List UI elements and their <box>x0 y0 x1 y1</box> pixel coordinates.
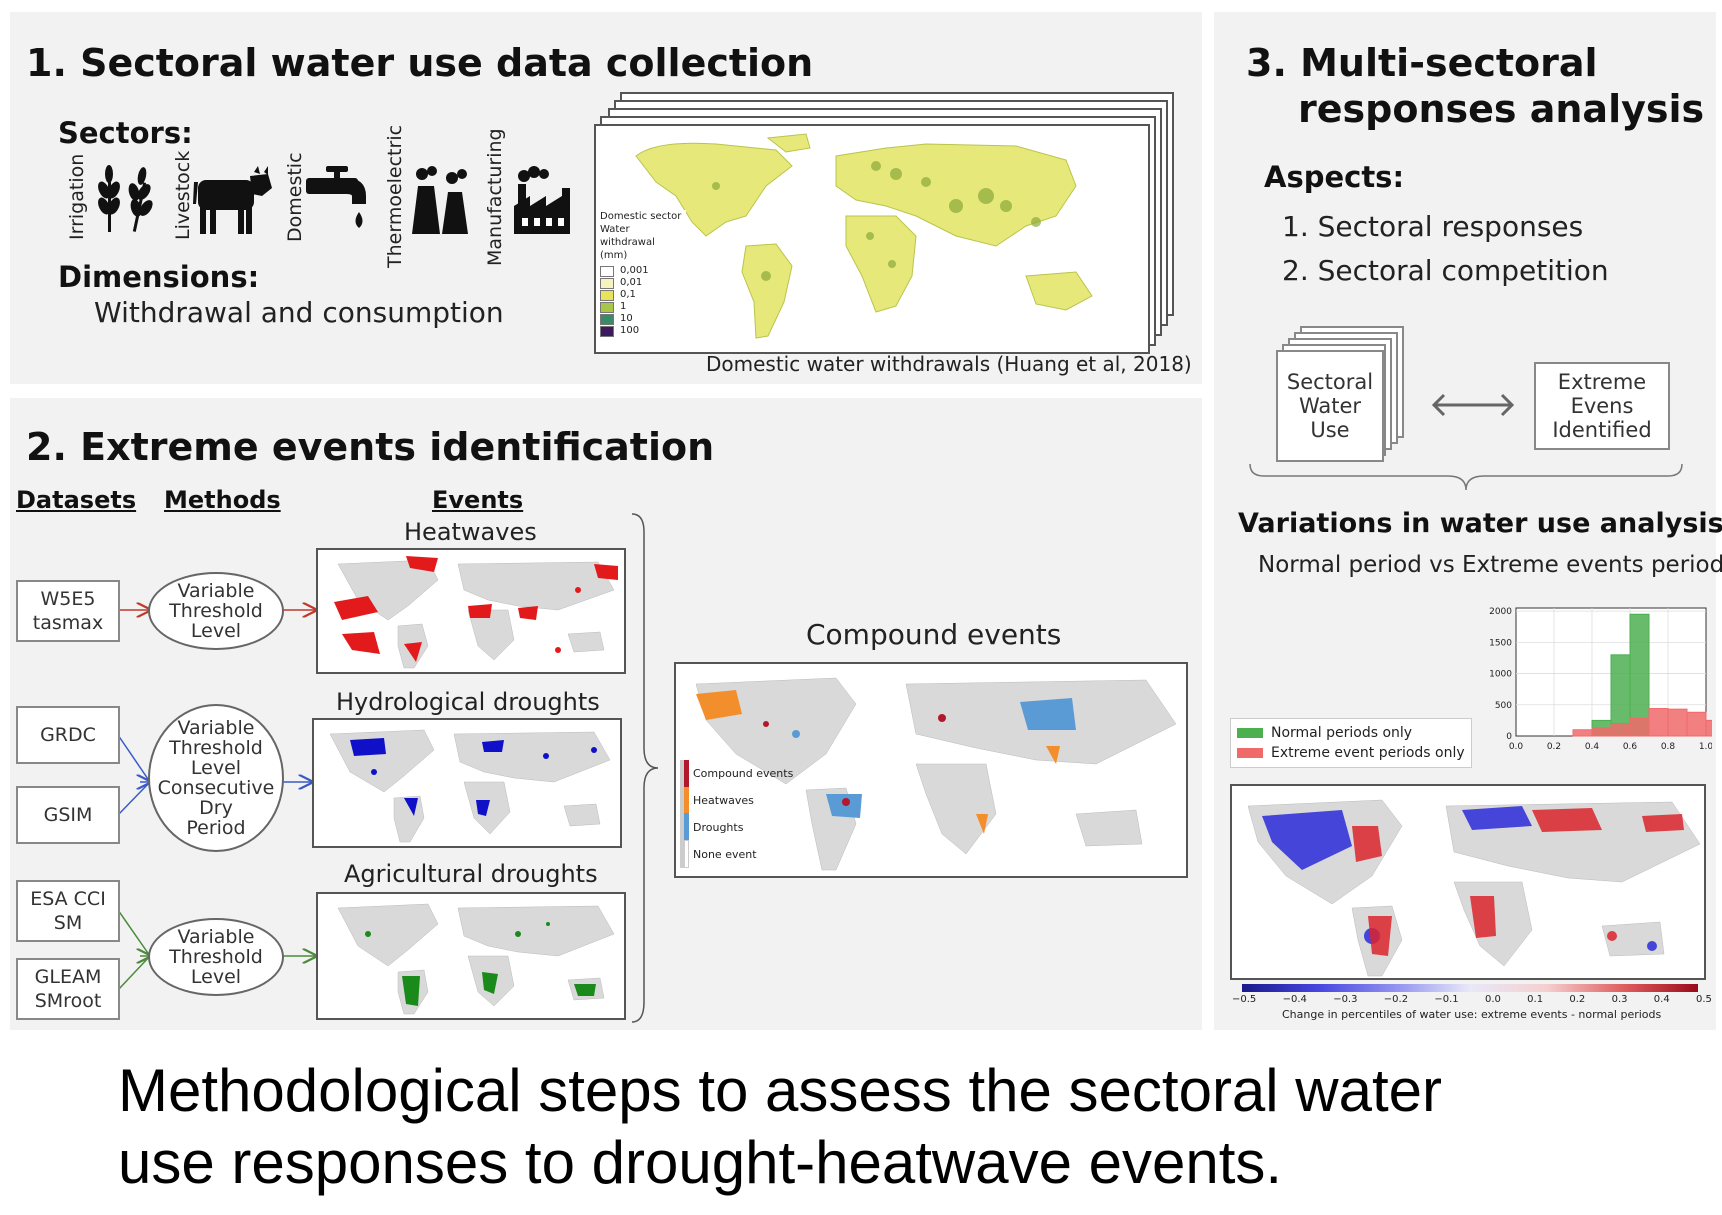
hist-bar <box>1667 708 1688 737</box>
caption-line-1: Methodological steps to assess the secto… <box>118 1057 1443 1124</box>
y-tick-label: 2000 <box>1489 607 1512 617</box>
agricultural-droughts-map <box>316 892 626 1020</box>
power-plant-icon <box>408 166 476 239</box>
method-vtl-cdd: Variable Threshold Level Consecutive Dry… <box>148 704 284 852</box>
x-tick-label: 0.4 <box>1585 742 1600 752</box>
dimensions-label: Dimensions: <box>58 260 260 294</box>
variations-title: Variations in water use analysis <box>1238 508 1722 539</box>
event-agri-label: Agricultural droughts <box>344 860 598 888</box>
colorbar <box>1242 984 1698 992</box>
factory-icon <box>510 166 572 239</box>
map-caption: Domestic water withdrawals (Huang et al,… <box>706 352 1192 376</box>
x-tick-label: 0.0 <box>1509 742 1524 752</box>
map-stack: Domestic sector Water withdrawal (mm) 0,… <box>590 92 1174 354</box>
hist-bar <box>1591 727 1612 737</box>
figure-caption: Methodological steps to assess the secto… <box>118 1055 1442 1199</box>
hist-bar <box>1686 711 1707 737</box>
y-tick-label: 1000 <box>1489 670 1512 680</box>
dataset-gsim: GSIM <box>16 786 120 844</box>
compound-legend-item: Heatwaves <box>693 794 754 807</box>
compound-legend-item: None event <box>693 848 757 861</box>
event-hydro-label: Hydrological droughts <box>336 688 600 716</box>
hist-bar <box>1705 719 1712 737</box>
faucet-icon <box>306 166 372 241</box>
sector-label-thermoelectric: Thermoelectric <box>384 124 406 268</box>
compound-legend: Compound events Heatwaves Droughts None … <box>680 760 793 868</box>
x-tick-label: 0.2 <box>1547 742 1561 752</box>
histogram-chart: 0 500 1000 1500 2000 0.0 0.2 0.4 0.6 0.8 1.0 <box>1489 607 1712 752</box>
column-events: Events <box>432 486 524 514</box>
legend-item: 0,1 <box>600 289 686 301</box>
aspect-2: 2. Sectoral competition <box>1282 254 1609 287</box>
event-heatwaves-label: Heatwaves <box>404 518 537 546</box>
section3-title-line1: 3. Multi-sectoral <box>1246 41 1598 85</box>
aspects-brace <box>1249 463 1683 491</box>
dimensions-value: Withdrawal and consumption <box>94 296 504 329</box>
column-datasets: Datasets <box>16 486 137 514</box>
map-legend-title: Domestic sector Water withdrawal (mm) <box>600 211 682 261</box>
x-tick-label: 0.6 <box>1623 742 1638 752</box>
section1-title: 1. Sectoral water use data collection <box>26 41 814 85</box>
compound-legend-item: Compound events <box>693 767 794 780</box>
x-tick-label: 0.8 <box>1661 742 1676 752</box>
extreme-events-box: Extreme Evens Identified <box>1534 362 1670 450</box>
hist-bar <box>1572 729 1593 737</box>
aspects-label: Aspects: <box>1264 160 1405 194</box>
y-tick-label: 1500 <box>1489 638 1512 648</box>
caption-line-2: use responses to drought-heatwave events… <box>118 1129 1283 1196</box>
legend-item: 1 <box>600 301 686 313</box>
hist-bar <box>1629 613 1650 737</box>
method-vtl-heatwaves: Variable Threshold Level <box>148 572 284 650</box>
domestic-withdrawal-map: Domestic sector Water withdrawal (mm) 0,… <box>594 124 1150 354</box>
hist-bar <box>1648 708 1669 737</box>
sectors-label: Sectors: <box>58 116 193 150</box>
compound-events-map: Compound events Heatwaves Droughts None … <box>674 662 1188 878</box>
map-legend: Domestic sector Water withdrawal (mm) 0,… <box>600 210 686 337</box>
hist-legend-item: Normal periods only <box>1237 723 1465 743</box>
colorbar-label: Change in percentiles of water use: extr… <box>1282 1008 1662 1021</box>
connector-arrows <box>117 0 340 991</box>
wheat-icon <box>90 162 160 239</box>
aspect-1: 1. Sectoral responses <box>1282 210 1584 243</box>
hist-bar <box>1629 718 1650 737</box>
double-arrow-icon <box>1430 390 1516 425</box>
sector-label-manufacturing: Manufacturing <box>484 128 506 266</box>
legend-item: 0,001 <box>600 265 686 277</box>
hist-bar <box>1610 723 1631 737</box>
legend-item: 10 <box>600 313 686 325</box>
water-use-change-map <box>1230 784 1706 980</box>
compound-legend-item: Droughts <box>693 821 744 834</box>
y-tick-label: 500 <box>1495 701 1512 711</box>
hydrological-droughts-map <box>312 718 622 848</box>
section3-title-line2: responses analysis <box>1298 87 1705 131</box>
dataset-w5e5: W5E5 tasmax <box>16 580 120 642</box>
dataset-gleam: GLEAM SMroot <box>16 958 120 1020</box>
sectoral-water-use-box: Sectoral Water Use <box>1276 350 1384 462</box>
x-tick-label: 1.0 <box>1699 742 1712 752</box>
compound-title: Compound events <box>806 618 1062 651</box>
hist-legend-item: Extreme event periods only <box>1237 743 1465 763</box>
hist-legend: Normal periods only Extreme event period… <box>1230 718 1472 768</box>
method-vtl-agri: Variable Threshold Level <box>148 918 284 996</box>
variations-subtitle: Normal period vs Extreme events periods <box>1258 552 1722 578</box>
heatwaves-map <box>316 548 626 674</box>
dataset-grdc: GRDC <box>16 706 120 764</box>
dataset-esa-cci: ESA CCI SM <box>16 880 120 942</box>
legend-item: 0,01 <box>600 277 686 289</box>
legend-item: 100 <box>600 325 686 337</box>
section2-title: 2. Extreme events identification <box>26 425 715 469</box>
y-tick-label: 0 <box>1506 732 1512 742</box>
cow-icon <box>192 166 274 241</box>
column-methods: Methods <box>164 486 281 514</box>
events-brace <box>631 513 659 1023</box>
